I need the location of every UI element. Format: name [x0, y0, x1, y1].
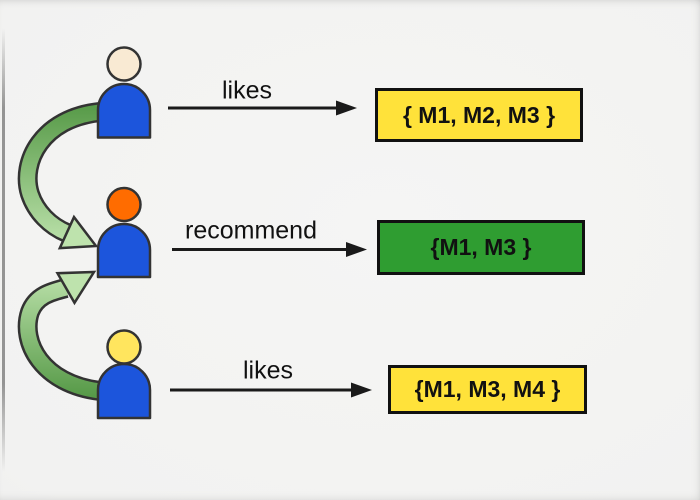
relation-label-likes-bottom: likes: [242, 356, 294, 385]
relation-label-recommend: recommend: [185, 216, 317, 245]
user-head: [106, 46, 142, 82]
arrowhead-icon: [346, 242, 367, 257]
liked-items-box-top: { M1, M2, M3 }: [375, 88, 583, 142]
curved-arrow-band: [20, 280, 102, 399]
user-body: [96, 222, 152, 279]
user-body: [96, 362, 152, 420]
user-bottom-icon: [96, 329, 152, 420]
recommend-arrow: [172, 242, 367, 257]
user-body: [96, 82, 152, 139]
user-head: [106, 186, 142, 223]
arrowhead-icon: [336, 100, 357, 116]
liked-items-box-bottom: {M1, M3, M4 }: [388, 365, 587, 414]
user-top-icon: [96, 46, 152, 139]
curved-arrowhead-icon: [55, 270, 97, 306]
arrowhead-icon: [351, 382, 372, 398]
relation-label-likes-top: likes: [221, 76, 273, 105]
curved-arrow-bottom-to-middle: [17, 270, 102, 401]
likes-arrow-bottom: [170, 382, 372, 398]
user-head: [106, 329, 142, 365]
left-edge-shadow: [2, 28, 5, 472]
curved-arrow-top-to-middle: [17, 102, 102, 250]
user-middle-icon: [96, 186, 152, 279]
curved-arrowhead-icon: [57, 214, 99, 250]
likes-arrow-top: [168, 100, 357, 116]
recommended-items-box: {M1, M3 }: [377, 220, 585, 275]
curved-arrow-band: [20, 104, 102, 240]
